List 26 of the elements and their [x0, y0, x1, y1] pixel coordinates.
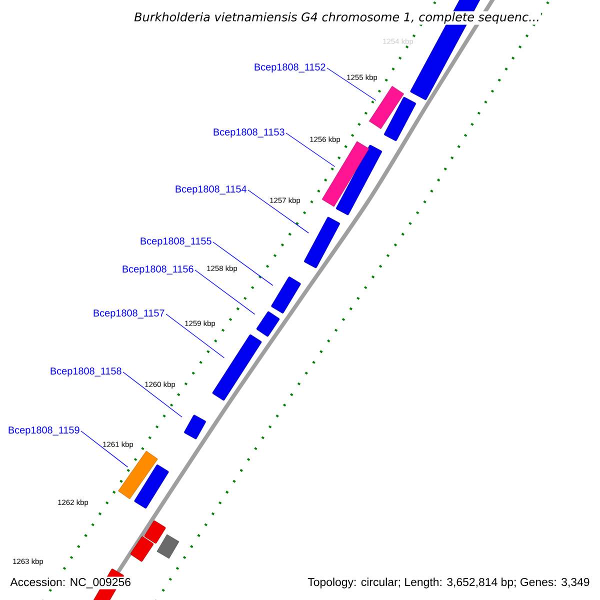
gene-label: Bcep1808_1155 [140, 238, 212, 246]
gene-label: Bcep1808_1157 [94, 310, 164, 318]
gene-block [212, 334, 262, 401]
gene-block [304, 216, 340, 268]
gene-block [271, 276, 301, 314]
gene-block [368, 86, 404, 130]
leader-line [248, 190, 310, 234]
leader-line [194, 270, 256, 315]
gene-label: Bcep1808_1153 [214, 128, 284, 138]
title: Burkholderia vietnamiensis G4 chromosome 1, complete sequenc... [133, 11, 541, 25]
leader-line [326, 68, 376, 101]
gene-label: Bcep1808_1158 [50, 368, 122, 376]
leader-line [80, 430, 128, 468]
gene-label: Bcep1808_1152 [254, 64, 326, 72]
leader-line [286, 132, 336, 167]
leader-line [212, 242, 274, 286]
gene-block [118, 450, 158, 500]
leader-line [166, 314, 225, 358]
gene-label: Bcep1808_1154 [176, 186, 246, 194]
leader-line [122, 372, 182, 418]
gene-block [184, 414, 206, 440]
accession-text: Accession: NC_009256 [9, 576, 132, 590]
gene-label: Bcep1808_1156 [122, 266, 194, 274]
gene-block [256, 311, 280, 337]
summary-text: Topology: circular; Length: 3,652,814 bp; Genes: 3,349 [306, 576, 591, 590]
gene-label: Bcep1808_1159 [8, 426, 80, 436]
